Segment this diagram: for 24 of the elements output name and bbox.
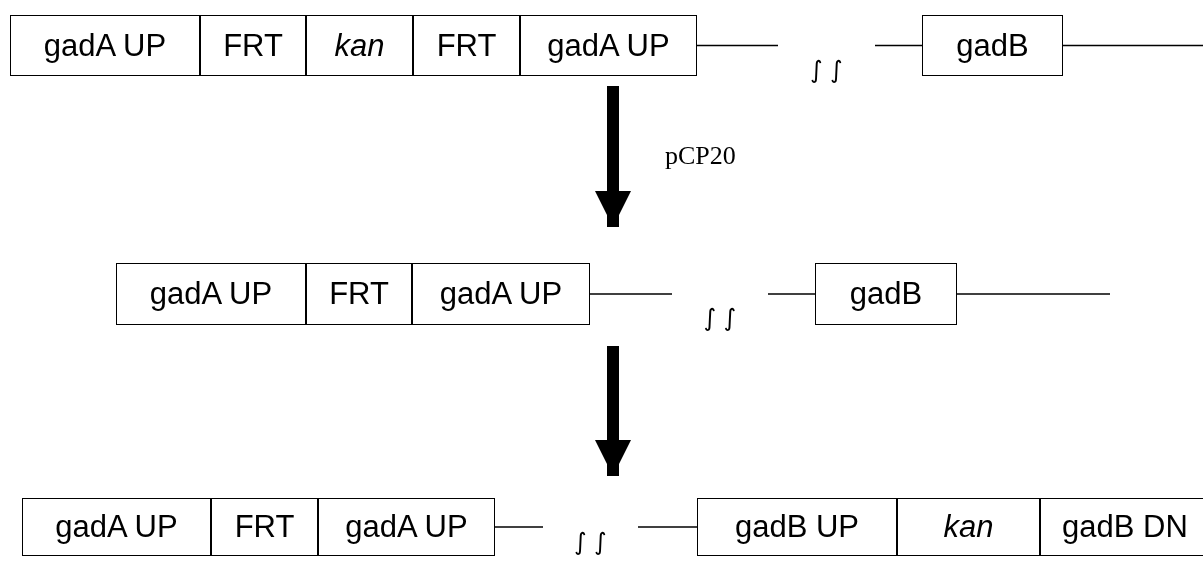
break-symbol: ∫ ∫ [672,291,768,330]
process-arrow [595,346,631,476]
gene-segment-box: kan [897,498,1040,556]
gene-segment-box: gadA UP [116,263,306,325]
gene-segment-box: gadA UP [412,263,590,325]
process-arrow [595,86,631,227]
gene-segment-box: gadB DN [1040,498,1203,556]
gene-segment-box: FRT [211,498,318,556]
gene-segment-box: kan [306,15,413,76]
gene-segment-box: FRT [306,263,412,325]
edge-label: pCP20 [665,143,736,169]
dna-line [1062,44,1203,47]
gene-segment-box: FRT [200,15,306,76]
dna-line [956,293,1111,295]
gene-segment-box: gadB [815,263,957,325]
gene-segment-box: gadA UP [318,498,495,556]
gene-segment-box: gadA UP [10,15,200,76]
gene-segment-box: FRT [413,15,520,76]
break-symbol: ∫ ∫ [543,524,638,554]
gene-segment-box: gadB UP [697,498,897,556]
gene-segment-box: gadA UP [520,15,697,76]
break-symbol: ∫ ∫ [778,42,875,82]
gene-segment-box: gadB [922,15,1063,76]
gene-segment-box: gadA UP [22,498,211,556]
